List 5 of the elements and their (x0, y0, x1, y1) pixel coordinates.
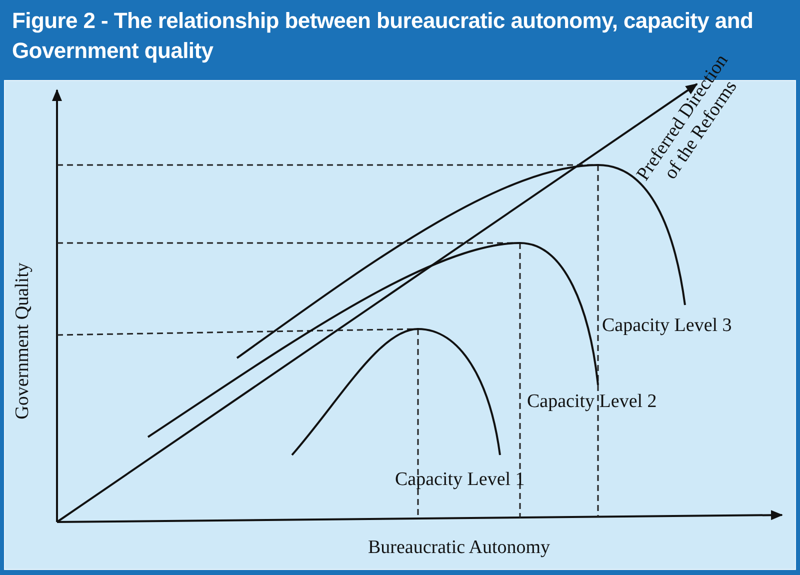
curve-label: Capacity Level 1 (395, 469, 525, 491)
curve-label: Capacity Level 2 (527, 391, 657, 413)
axis-title: Government Quality (12, 262, 34, 422)
curve-label: Capacity Level 3 (602, 315, 732, 337)
axis-title: Bureaucratic Autonomy (368, 537, 550, 559)
